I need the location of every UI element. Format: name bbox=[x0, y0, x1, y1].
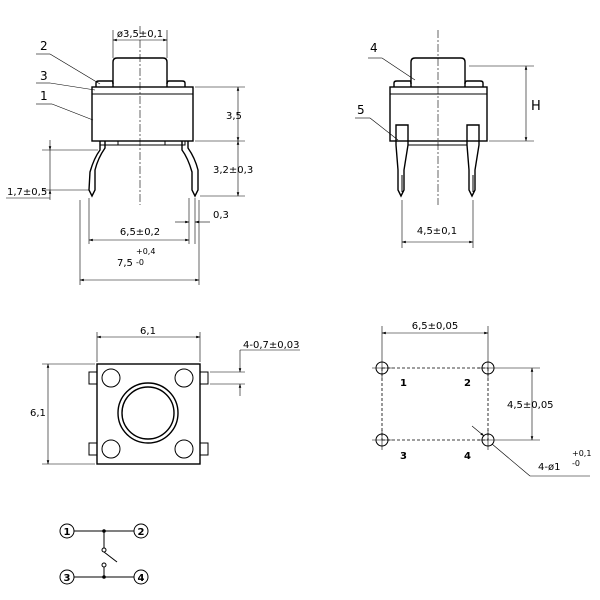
top-width-label: 6,1 bbox=[140, 326, 156, 337]
callout-4: 4 bbox=[370, 41, 378, 55]
top-height-label: 6,1 bbox=[30, 408, 46, 419]
callout-1: 1 bbox=[40, 89, 48, 103]
pin-thickness-label: 0,3 bbox=[213, 210, 229, 221]
footprint-pin-1: 1 bbox=[400, 378, 407, 389]
footprint-pin-4: 4 bbox=[464, 451, 471, 462]
pin-width-label: 4-0,7±0,03 bbox=[243, 340, 300, 351]
front-callouts: 2 3 1 bbox=[36, 39, 101, 121]
side-body bbox=[389, 86, 488, 142]
callout-2: 2 bbox=[40, 39, 48, 53]
front-view bbox=[88, 26, 199, 205]
actuator-outer bbox=[117, 382, 179, 444]
side-view bbox=[389, 30, 488, 205]
switch-body bbox=[91, 86, 194, 142]
body-height-label: 3,2±0,3 bbox=[213, 165, 253, 176]
callout-3: 3 bbox=[40, 69, 48, 83]
overall-width-tol-lower: -0 bbox=[136, 258, 144, 267]
top-view-dimensions: 6,1 6,1 4-0,7±0,03 bbox=[30, 326, 300, 465]
actuator-inner bbox=[121, 386, 175, 440]
height-label: H bbox=[531, 99, 541, 114]
height-dimensions: 3,5 3,2±0,3 bbox=[195, 86, 253, 197]
svg-text:1: 1 bbox=[64, 527, 71, 538]
footprint-pin-2: 2 bbox=[464, 378, 471, 389]
switch-contact bbox=[103, 551, 118, 563]
pin-spacing-label: 6,5±0,2 bbox=[120, 227, 160, 238]
callout-5: 5 bbox=[357, 103, 365, 117]
footprint-horizontal-label: 6,5±0,05 bbox=[412, 321, 459, 332]
side-height-dimension: H bbox=[469, 65, 541, 142]
top-body bbox=[96, 363, 201, 465]
overall-width-tol-upper: +0,4 bbox=[136, 247, 155, 256]
pin-offset-dimension: 1,7±0,5 bbox=[6, 140, 98, 200]
pin-offset-label: 1,7±0,5 bbox=[7, 187, 47, 198]
side-pin-spacing-label: 4,5±0,1 bbox=[417, 226, 457, 237]
side-callouts: 4 5 bbox=[355, 41, 416, 141]
hole-diameter-label: 4-ø1 bbox=[538, 462, 560, 473]
footprint-vertical-label: 4,5±0,05 bbox=[507, 400, 554, 411]
actuator-diameter-label: ø3,5±0,1 bbox=[117, 29, 163, 40]
hole-tol-lower: -0 bbox=[572, 459, 580, 468]
footprint-pin-3: 3 bbox=[400, 451, 407, 462]
schematic: 1 2 3 4 bbox=[59, 523, 149, 585]
svg-text:2: 2 bbox=[138, 527, 145, 538]
overall-width-label: 7,5 bbox=[117, 258, 133, 269]
footprint: 1 2 3 4 bbox=[372, 358, 498, 462]
svg-text:3: 3 bbox=[64, 573, 71, 584]
top-view bbox=[88, 363, 209, 465]
footprint-dimensions: 6,5±0,05 4,5±0,05 4-ø1 +0,1 -0 bbox=[381, 321, 591, 477]
actuator-height-label: 3,5 bbox=[226, 111, 242, 122]
actuator-diameter-dimension: ø3,5±0,1 bbox=[112, 29, 168, 58]
hole-tol-upper: +0,1 bbox=[572, 449, 591, 458]
side-pin-spacing-dimension: 4,5±0,1 bbox=[401, 200, 474, 248]
front-bottom-dimensions: 6,5±0,2 0,3 7,5 +0,4 -0 bbox=[79, 198, 229, 285]
svg-text:4: 4 bbox=[138, 573, 145, 584]
